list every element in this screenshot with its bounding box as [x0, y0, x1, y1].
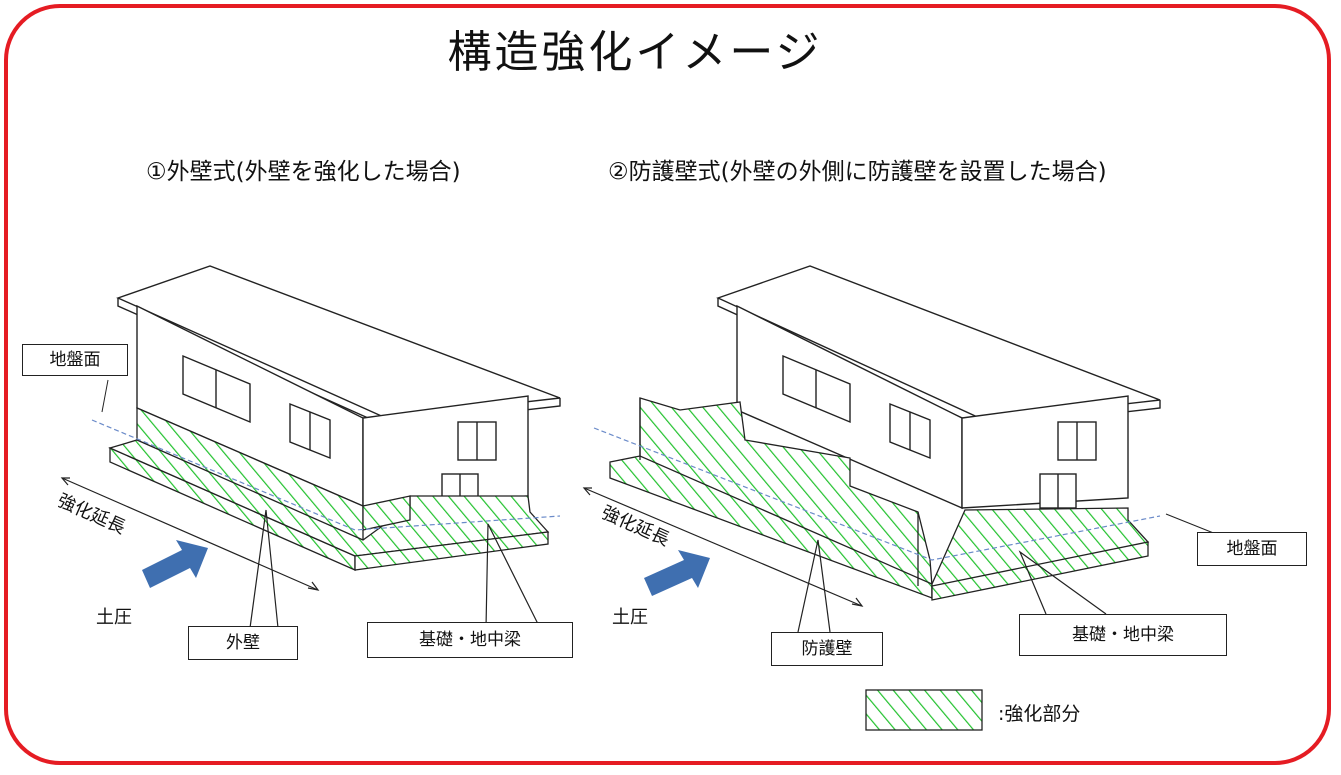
house-2 [716, 265, 1161, 510]
reinforced-area-2 [609, 397, 1150, 601]
legend-label: :強化部分 [998, 703, 1081, 725]
ground-surface-label: 地盤面 [22, 344, 128, 376]
legend-swatch [865, 689, 983, 731]
foundation-label: 基礎・地中梁 [367, 622, 573, 658]
protective-wall-label: 防護壁 [771, 632, 883, 666]
ground-line-2 [593, 427, 1161, 561]
earth-pressure-label: 土圧 [612, 607, 648, 628]
earth-pressure-arrow-icon [142, 540, 208, 588]
window-icon [1039, 421, 1097, 509]
length-arrow-1 [60, 477, 320, 591]
foundation-label: 基礎・地中梁 [1019, 614, 1227, 656]
window-icon [441, 421, 497, 509]
house-1 [116, 265, 561, 509]
page-title: 構造強化イメージ [447, 27, 823, 78]
panel-1-heading: ①外壁式(外壁を強化した場合) [146, 159, 461, 185]
earth-pressure-arrow-icon [644, 550, 710, 596]
diagram-frame [4, 4, 1331, 765]
ground-surface-label: 地盤面 [1197, 532, 1307, 566]
window-icon [182, 354, 331, 460]
earth-pressure-label: 土圧 [96, 607, 132, 628]
window-icon [782, 354, 931, 460]
reinforced-area-1 [108, 407, 550, 571]
wall-label: 外壁 [188, 626, 298, 660]
length-arrow-2 [582, 487, 864, 607]
panel-2-heading: ②防護壁式(外壁の外側に防護壁を設置した場合) [608, 159, 1107, 185]
